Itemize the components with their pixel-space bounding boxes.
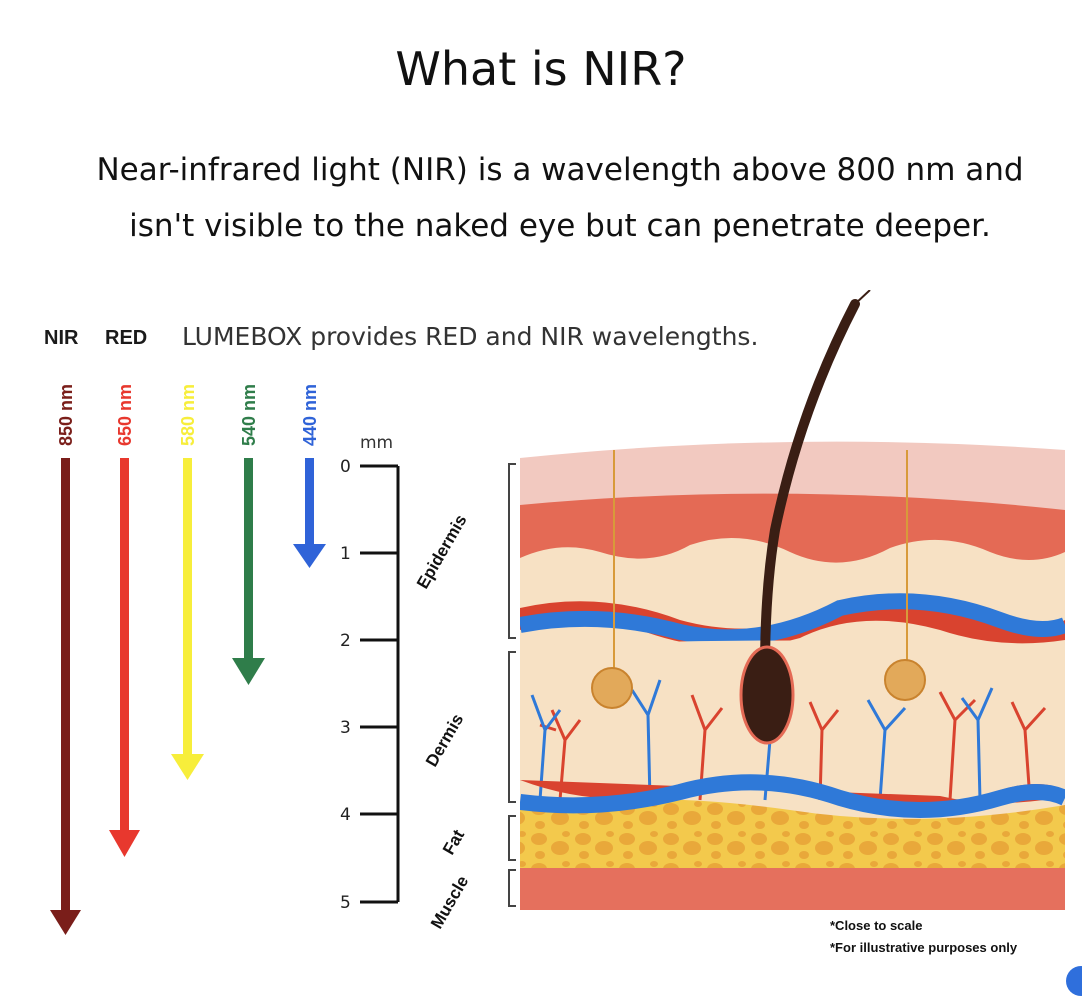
skin-cross-section xyxy=(520,441,1065,910)
layer-fat: Fat xyxy=(439,826,468,858)
depth-scale: mm 0 1 2 3 4 5 xyxy=(340,433,400,913)
skin-penetration-diagram: NIR RED LUMEBOX provides RED and NIR wav… xyxy=(44,290,1065,955)
wavelength-arrows: 850 nm 650 nm 580 nm 540 nm 440 nm xyxy=(50,384,326,935)
note-illustrative: *For illustrative purposes only xyxy=(830,940,1018,955)
page-title: What is NIR? xyxy=(395,42,687,96)
label-540nm: 540 nm xyxy=(239,384,259,446)
label-850nm: 850 nm xyxy=(56,384,76,446)
label-580nm: 580 nm xyxy=(178,384,198,446)
note-scale: *Close to scale xyxy=(830,918,923,933)
arrow-440nm: 440 nm xyxy=(293,384,326,568)
intro-line-1: Near-infrared light (NIR) is a wavelengt… xyxy=(96,152,1024,188)
arrow-650nm: 650 nm xyxy=(109,384,140,857)
red-header: RED xyxy=(105,327,147,349)
layer-muscle: Muscle xyxy=(427,873,472,932)
label-440nm: 440 nm xyxy=(300,384,320,446)
layer-epidermis: Epidermis xyxy=(413,511,471,592)
tick-0: 0 xyxy=(340,457,351,477)
arrow-580nm: 580 nm xyxy=(171,384,204,780)
tick-1: 1 xyxy=(340,544,351,564)
tick-5: 5 xyxy=(340,893,351,913)
layer-dermis: Dermis xyxy=(422,711,467,770)
label-650nm: 650 nm xyxy=(115,384,135,446)
intro-text: Near-infrared light (NIR) is a wavelengt… xyxy=(40,142,1080,254)
tick-4: 4 xyxy=(340,805,351,825)
arrow-850nm: 850 nm xyxy=(50,384,81,935)
scale-unit: mm xyxy=(360,433,393,453)
layer-brackets xyxy=(508,463,516,907)
hair-follicle xyxy=(739,290,871,745)
tick-2: 2 xyxy=(340,631,351,651)
nir-header: NIR xyxy=(44,327,79,349)
intro-line-2: isn't visible to the naked eye but can p… xyxy=(129,208,991,244)
arrow-540nm: 540 nm xyxy=(232,384,265,685)
tick-3: 3 xyxy=(340,718,351,738)
diagram-caption: LUMEBOX provides RED and NIR wavelengths… xyxy=(182,322,758,351)
